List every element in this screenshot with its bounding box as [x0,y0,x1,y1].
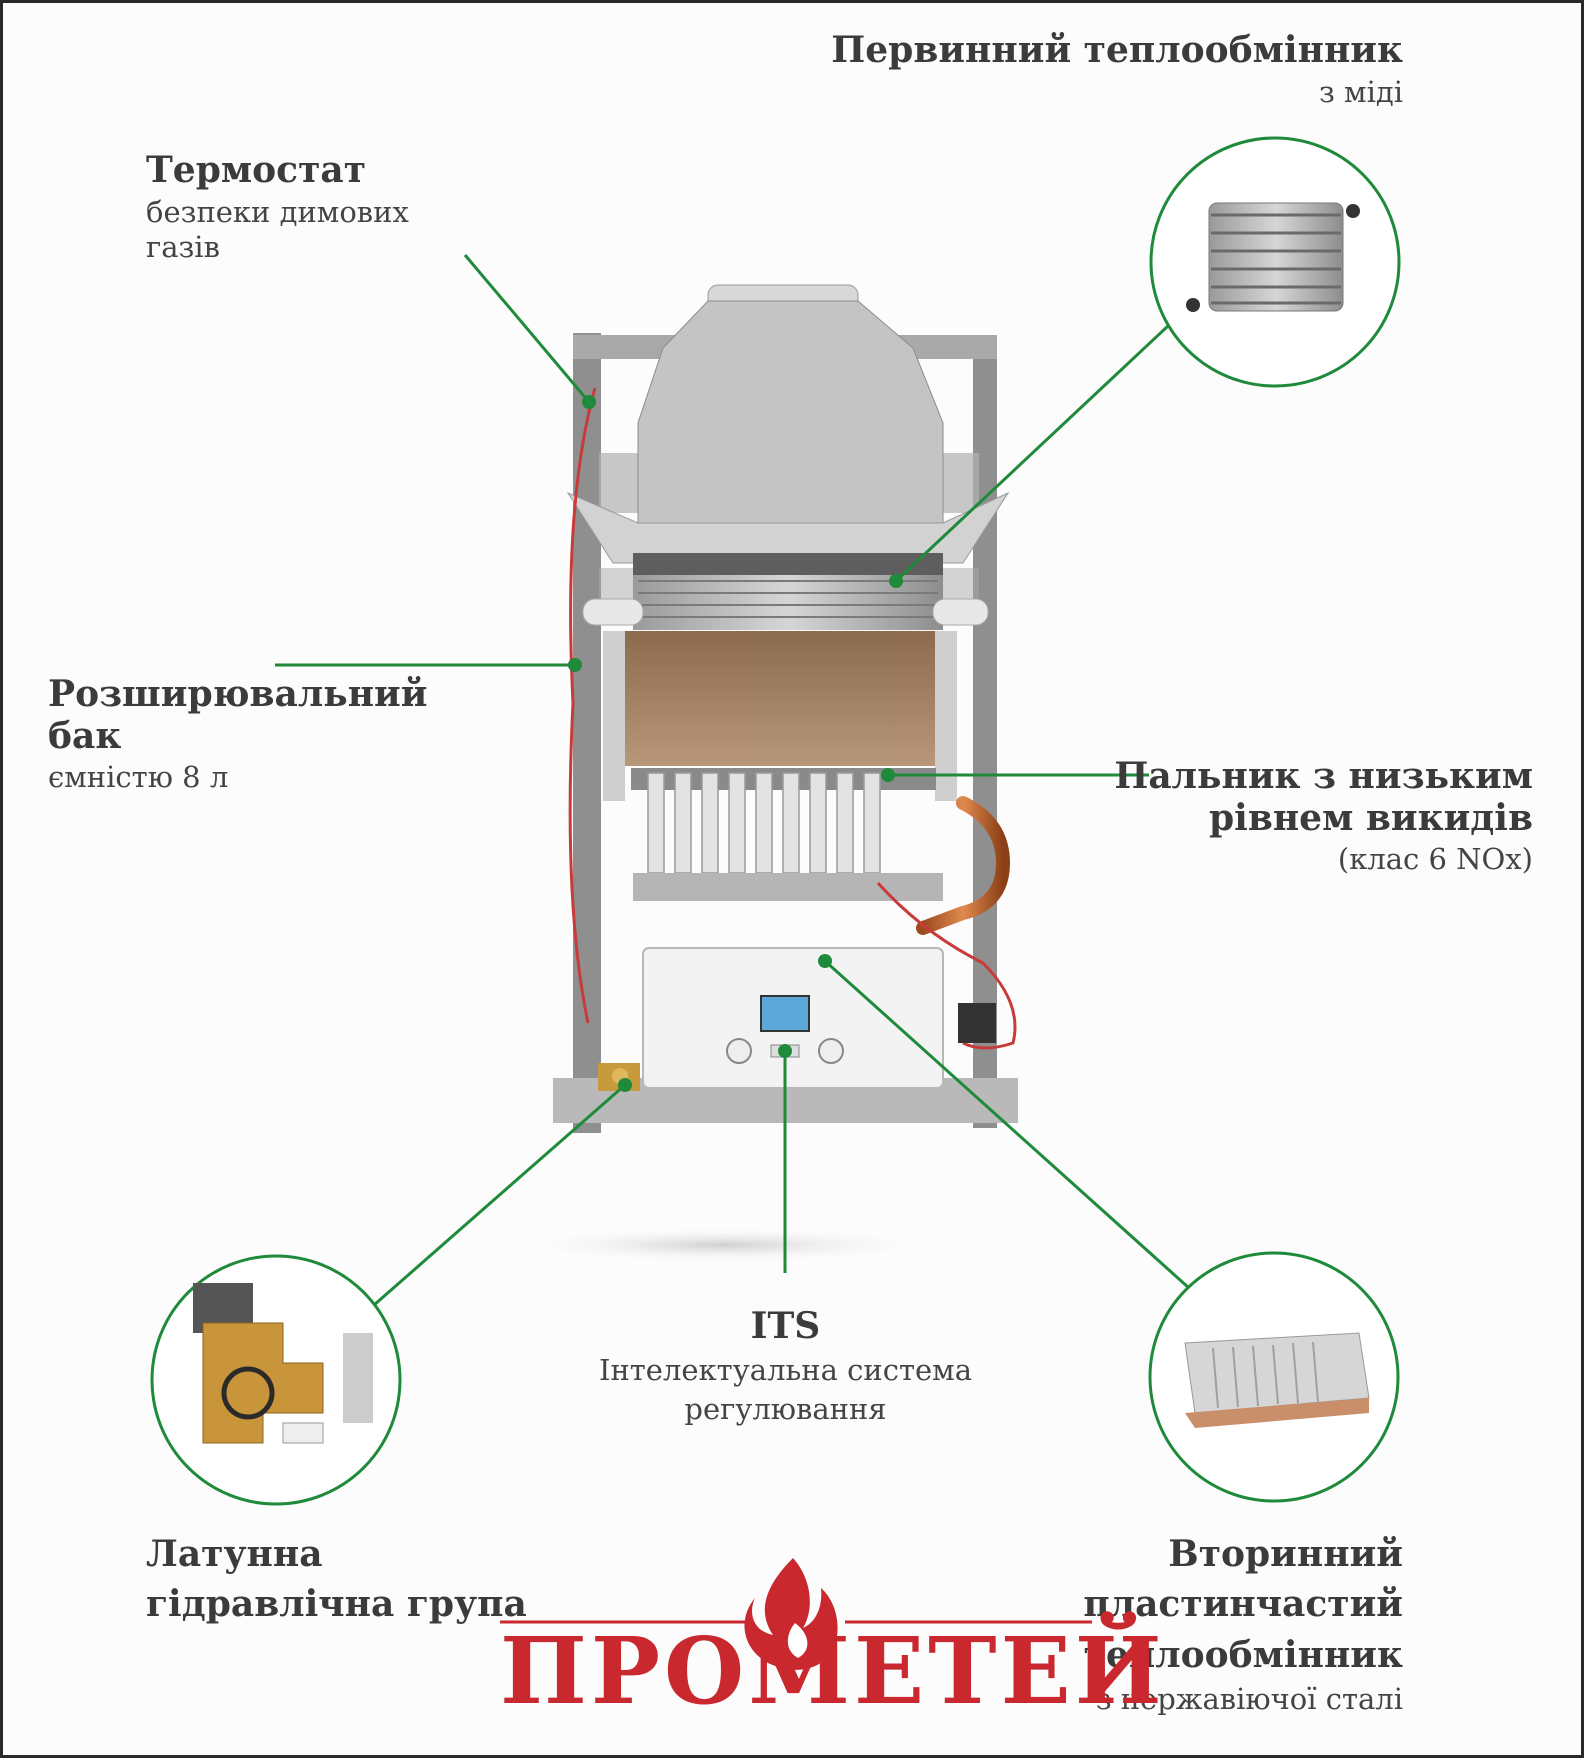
inset-secondary-hx [1148,1251,1400,1503]
combustion-chamber [613,631,948,766]
callout-primary-hx: Первинний теплообмінник з міді [823,29,1403,110]
thermostat-sub1: безпеки димових [146,195,409,230]
control-panel [642,947,996,1089]
brass-group-title1: Латунна [146,1533,323,1575]
secondary-hx-title1: Вторинний [1168,1533,1403,1575]
brass-group-title2: гідравлічна група [146,1583,527,1626]
copper-pipes [586,696,1011,1050]
leader-secondary-hx [823,959,1191,1290]
burner-title1: Пальник з низьким [1114,755,1533,797]
leader-thermostat [463,254,591,403]
flue-hood [566,284,1010,575]
primary-heat-exchanger [582,575,989,630]
flame-icon [744,1558,838,1670]
burner-title2: рівнем викидів [1208,797,1533,840]
callout-brass-group: Латунна гідравлічна група [146,1533,546,1626]
wires [568,387,1017,1050]
floor-shadow [513,1227,933,1263]
burner-sub: (клас 6 NOx) [1337,841,1533,876]
expansion-tank-sub: ємністю 8 л [48,759,229,794]
primary-hx-title: Первинний теплообмінник [831,29,1403,71]
primary-hx-sub: з міді [1319,75,1403,110]
leader-primary-hx [894,323,1171,583]
burner [631,768,943,901]
its-title: ITS [750,1305,821,1347]
thermostat-title: Термостат [146,149,367,191]
expansion-tank-title2: бак [48,715,122,758]
its-sub2: регулювання [684,1391,887,1426]
leader-brass-group [373,1083,626,1307]
leader-dots [568,395,903,1092]
boiler-diagram [150,136,1401,1670]
callout-its: ITS Інтелектуальна система регулювання [563,1305,1008,1426]
thermostat-sub2: газів [146,229,220,264]
brand-logo-text: ПРОМЕТЕЙ [500,1617,1166,1725]
inset-primary-hx [1149,136,1401,388]
callout-expansion-tank: Розширювальний бак ємністю 8 л [48,673,448,794]
leader-lines [275,254,1191,1307]
expansion-tank-title1: Розширювальний [48,673,428,715]
callout-secondary-hx: Вторинний пластинчастий теплообмінник з … [1053,1533,1403,1717]
its-sub1: Інтелектуальна система [598,1353,972,1388]
inset-brass-group [150,1254,402,1506]
secondary-hx-title3: теплообмінник [1083,1633,1403,1676]
callout-thermostat: Термостат безпеки димових газів [146,149,546,264]
secondary-hx-title2: пластинчастий [1083,1583,1403,1626]
callout-burner: Пальник з низьким рівнем викидів (клас 6… [1083,755,1533,876]
secondary-hx-sub: з нержавіючої сталі [1095,1682,1403,1717]
